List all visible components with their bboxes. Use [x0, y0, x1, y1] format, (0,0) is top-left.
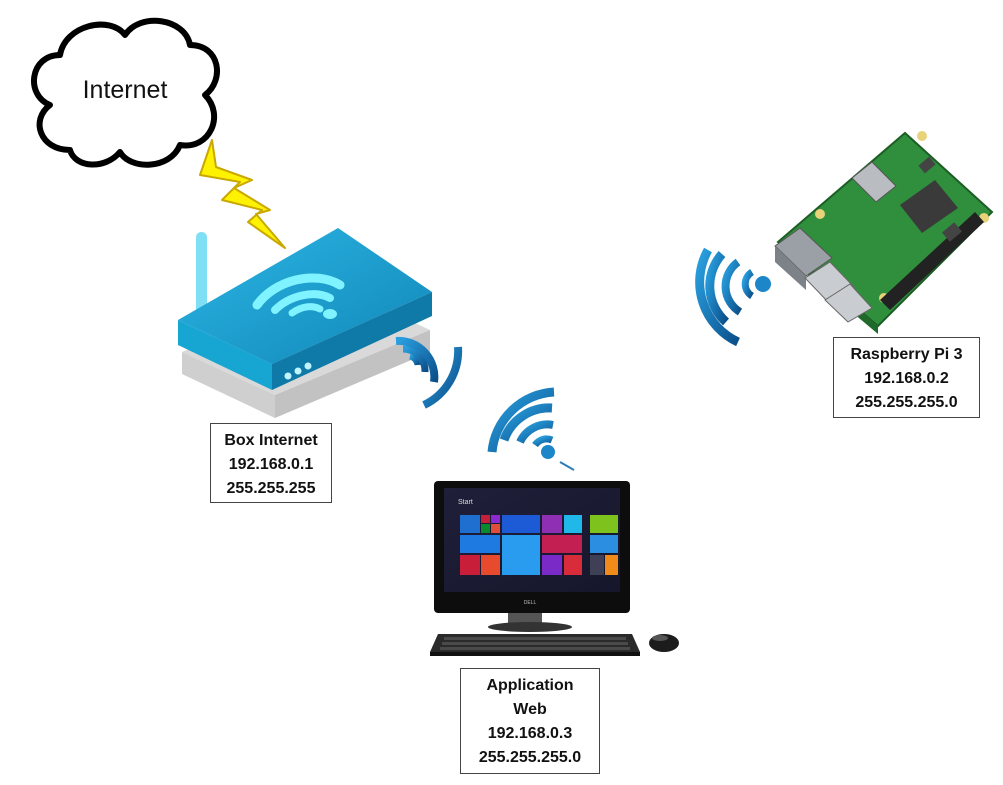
wifi-dot: [755, 276, 771, 292]
mouse-icon: [649, 634, 679, 652]
wifi-icon: [395, 336, 463, 409]
desktop-computer-icon: Start DELL: [434, 481, 630, 632]
node-ip: 192.168.0.2: [864, 370, 949, 387]
node-mask: 255.255.255.0: [478, 749, 582, 766]
node-name-line1: Application: [486, 677, 574, 694]
cloud-label: Internet: [83, 76, 168, 104]
router-icon: [178, 228, 432, 418]
monitor-brand: DELL: [524, 600, 537, 606]
wifi-dot: [541, 445, 555, 459]
node-name: Box Internet: [224, 432, 318, 449]
wifi-icon: [487, 387, 575, 471]
node-mask: 255.255.255.0: [855, 394, 958, 411]
node-mask: 255.255.255: [226, 480, 316, 497]
raspberry-pi-icon: [774, 131, 994, 334]
start-screen-tiles: [460, 515, 618, 575]
node-name: Raspberry Pi 3: [850, 346, 963, 363]
application-web-label: Application Web 192.168.0.3 255.255.255.…: [460, 668, 600, 774]
keyboard-icon: [430, 634, 640, 656]
wifi-icon: [695, 247, 755, 347]
raspberry-pi-label: Raspberry Pi 3 192.168.0.2 255.255.255.0: [833, 337, 980, 418]
router-wifi-icon: [252, 273, 345, 317]
start-label: Start: [458, 499, 473, 506]
node-name-line2: Web: [513, 701, 547, 718]
box-internet-label: Box Internet 192.168.0.1 255.255.255: [210, 423, 332, 503]
node-ip: 192.168.0.1: [228, 456, 314, 473]
lightning-icon: [199, 139, 286, 249]
node-ip: 192.168.0.3: [487, 725, 573, 742]
cloud-icon: Internet: [31, 17, 220, 168]
